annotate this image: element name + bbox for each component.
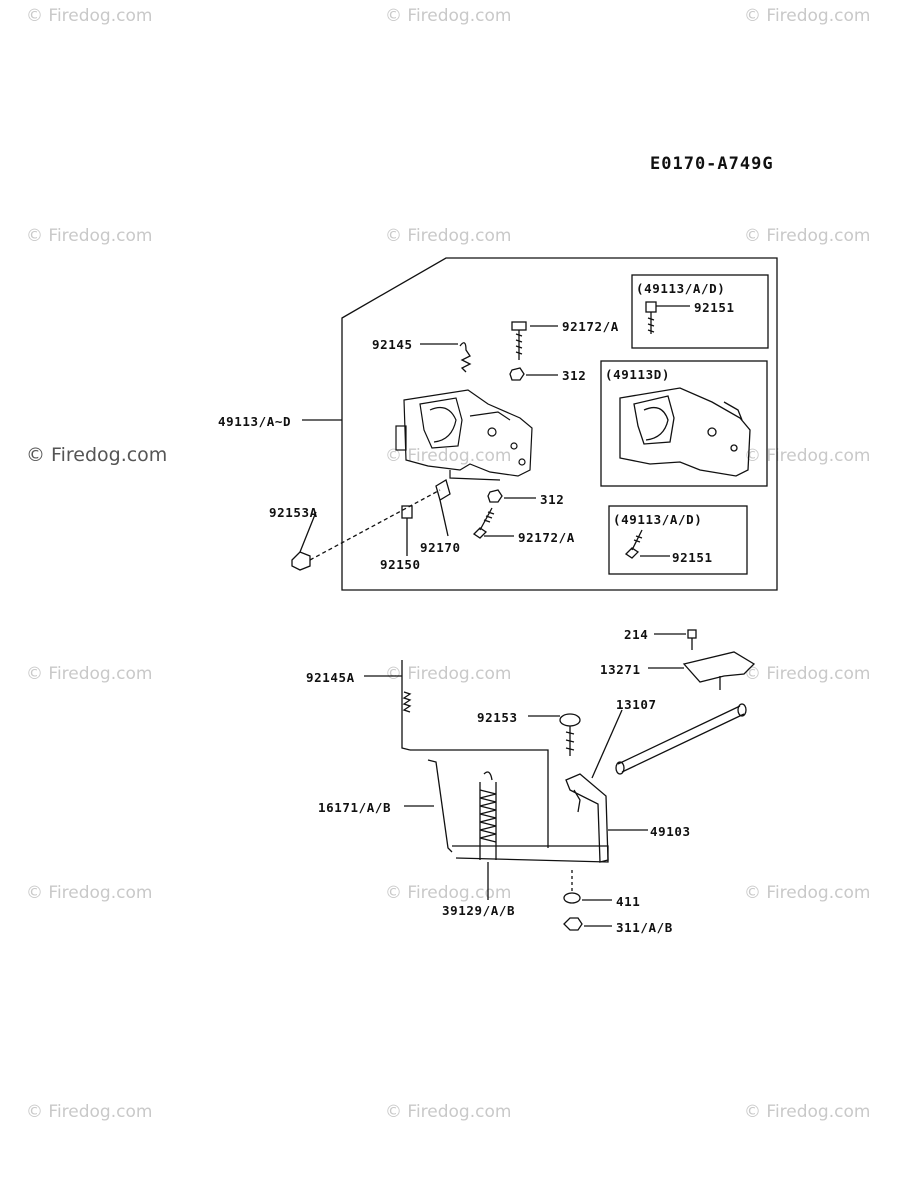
shaft-13107 <box>615 703 747 775</box>
bolt-92172a-bottom <box>472 507 495 539</box>
assembly-frame <box>341 257 778 591</box>
nut-312-bottom <box>487 489 503 503</box>
part-label: 49103 <box>650 824 691 839</box>
watermark: © Firedog.com <box>744 226 871 246</box>
part-label: 92151 <box>694 300 735 315</box>
inset-label-top: (49113/A/D) <box>636 281 726 296</box>
rod-16171 <box>427 759 453 853</box>
washer-411 <box>563 892 581 904</box>
part-label: 92151 <box>672 550 713 565</box>
watermark: © Firedog.com <box>26 1102 153 1122</box>
watermark: © Firedog.com <box>26 883 153 903</box>
lever-49103 <box>565 773 609 863</box>
watermark: © Firedog.com <box>385 1102 512 1122</box>
spring-39129 <box>479 771 497 860</box>
bolt-92172a-top <box>511 321 527 360</box>
watermark: © Firedog.com <box>385 6 512 26</box>
part-label: 13271 <box>600 662 641 677</box>
watermark: © Firedog.com <box>26 226 153 246</box>
part-label: 39129/A/B <box>442 903 516 918</box>
diagram-code: E0170-A749G <box>650 154 774 174</box>
screw-214 <box>687 629 697 650</box>
watermark: © Firedog.com <box>744 1102 871 1122</box>
part-label: 13107 <box>616 697 657 712</box>
part-label: 49113/A~D <box>218 414 292 429</box>
watermark: © Firedog.com <box>385 664 512 684</box>
watermark: © Firedog.com <box>385 883 512 903</box>
part-label: 312 <box>562 368 587 383</box>
inset-label-bottom: (49113/A/D) <box>613 512 703 527</box>
spring-92145 <box>459 342 472 373</box>
part-label: 16171/A/B <box>318 800 392 815</box>
inset-label-middle: (49113D) <box>605 367 671 382</box>
watermark: © Firedog.com <box>744 883 871 903</box>
spring-92145a <box>401 660 549 848</box>
watermark: © Firedog.com <box>385 226 512 246</box>
part-label: 92172/A <box>562 319 619 334</box>
part-label: 92145A <box>306 670 355 685</box>
watermark: © Firedog.com <box>744 446 871 466</box>
part-label: 92153 <box>477 710 518 725</box>
governor-bracket <box>395 389 533 481</box>
watermark: © Firedog.com <box>744 6 871 26</box>
rod-lower <box>452 845 609 863</box>
inset-box-bottom <box>608 505 748 575</box>
part-label: 92145 <box>372 337 413 352</box>
watermark: © Firedog.com <box>26 6 153 26</box>
bolt-92150 <box>401 505 413 542</box>
bolt-92153 <box>559 713 581 756</box>
watermark: © Firedog.com <box>744 664 871 684</box>
bolt-92153a <box>291 551 311 571</box>
watermark: © Firedog.com <box>26 444 168 466</box>
inset-box-middle <box>600 360 768 487</box>
part-label: 214 <box>624 627 649 642</box>
screw-92151-top <box>645 301 657 334</box>
part-label: 311/A/B <box>616 920 673 935</box>
part-label: 312 <box>540 492 565 507</box>
part-label: 92153A <box>269 505 318 520</box>
part-label: 411 <box>616 894 641 909</box>
watermark: © Firedog.com <box>26 664 153 684</box>
nut-312-top <box>509 367 525 381</box>
part-label: 92150 <box>380 557 421 572</box>
part-label: 92172/A <box>518 530 575 545</box>
link-92170 <box>435 479 451 501</box>
plate-13271 <box>682 651 756 690</box>
nut-311 <box>563 917 583 931</box>
inset-box-top <box>631 274 769 349</box>
part-label: 92170 <box>420 540 461 555</box>
screw-92151-bottom <box>624 529 643 559</box>
watermark: © Firedog.com <box>385 446 512 466</box>
governor-bracket-49113d <box>619 387 751 477</box>
